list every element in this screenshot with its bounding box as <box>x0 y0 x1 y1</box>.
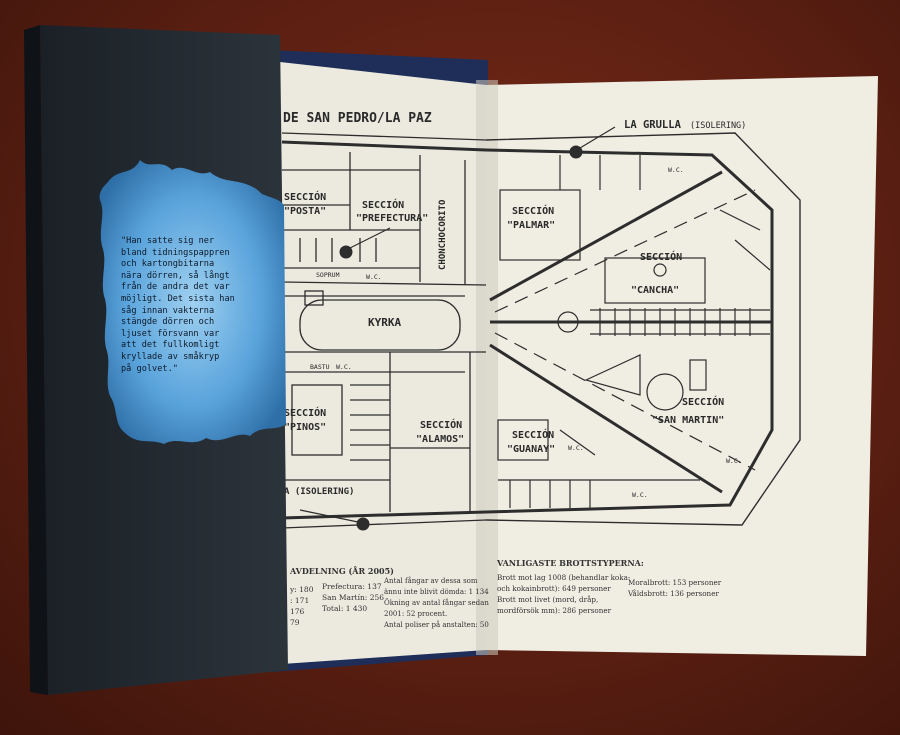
label-san-martin-name: "SAN MARTIN" <box>652 415 724 426</box>
label-isolering-left: A (ISOLERING) <box>284 487 354 497</box>
label-chonchocorito: CHONCHOCORITO <box>438 199 448 270</box>
stats-brott1-1: och kokainbrott): 649 personer <box>497 584 611 593</box>
label-la-grulla: LA GRULLA <box>624 119 682 131</box>
stats-col1-0: y: 180 <box>289 585 314 594</box>
label-cancha-section: SECCIÓN <box>640 250 682 263</box>
label-wc-1: W.C. <box>366 273 382 281</box>
stats-col3-4: Antal poliser på anstalten: 50 <box>383 620 489 629</box>
gutter-shadow <box>476 80 498 655</box>
stats-brott2-0: Moralbrott: 153 personer <box>628 578 722 587</box>
label-alamos-section: SECCIÓN <box>420 418 462 431</box>
stats-brott2-1: Våldsbrott: 136 personer <box>627 589 719 598</box>
stats-avdelning-heading: AVDELNING (ÅR 2005) <box>289 566 394 576</box>
label-kyrka: KYRKA <box>368 316 401 329</box>
blue-watercolor-splash <box>99 160 286 444</box>
label-prefectura-section: SECCIÓN <box>362 198 404 211</box>
label-guanay-name: "GUANAY" <box>507 444 555 455</box>
label-cancha-name: "CANCHA" <box>631 285 679 296</box>
stats-col2-1: San Martín: 256 <box>322 593 384 602</box>
prison-map <box>281 126 801 531</box>
label-alamos-name: "ALAMOS" <box>416 434 464 445</box>
label-posta-section: SECCIÓN <box>284 190 326 203</box>
label-posta-name: "POSTA" <box>284 206 326 217</box>
label-palmar-name: "PALMAR" <box>507 220 555 231</box>
stats-col1-3: 79 <box>290 618 300 627</box>
label-wc-3: W.C. <box>668 166 684 174</box>
label-wc-4: W.C. <box>568 444 584 452</box>
label-prefectura-name: "PREFECTURA" <box>356 213 428 224</box>
stats-col3-2: Ökning av antal fångar sedan <box>384 598 489 607</box>
stats-brott1-3: mordförsök mm): 286 personer <box>497 606 612 615</box>
stats-col2-0: Prefectura: 137 <box>322 582 382 591</box>
label-palmar-section: SECCIÓN <box>512 204 554 217</box>
label-wc-5: W.C. <box>632 491 648 499</box>
stats-col3-0: Antal fångar av dessa som <box>383 576 478 585</box>
label-bastu: BASTU <box>310 363 330 371</box>
label-pinos-section: SECCIÓN <box>284 406 326 419</box>
stats-brott1-2: Brott mot livet (mord, dråp, <box>497 595 598 604</box>
label-pinos-name: "PINOS" <box>284 422 326 433</box>
label-san-martin-section: SECCIÓN <box>682 395 724 408</box>
label-isolering-right: (ISOLERING) <box>690 121 746 131</box>
stats-brott-heading: VANLIGASTE BROTTSTYPERNA: <box>496 558 644 568</box>
cover-quote: "Han satte sig ner bland tidningspappren… <box>121 236 235 374</box>
right-page <box>486 76 878 656</box>
label-wc-6: W.C. <box>726 457 742 465</box>
map-title: DE SAN PEDRO/LA PAZ <box>283 111 432 126</box>
cover-edge <box>24 25 48 695</box>
stats-col3-1: ännu inte blivit dömda: 1 134 <box>384 588 489 596</box>
label-wc-2: W.C. <box>336 363 352 371</box>
stats-col2-2: Total: 1 430 <box>322 604 367 613</box>
stats-col3-3: 2001: 52 procent. <box>384 610 447 618</box>
stats-col1-2: 176 <box>290 607 305 616</box>
stats-brott1-0: Brott mot lag 1008 (behandlar koka- <box>497 573 631 582</box>
label-soprum: SOPRUM <box>316 271 340 279</box>
stats-col1-1: : 171 <box>290 596 309 605</box>
label-guanay-section: SECCIÓN <box>512 428 554 441</box>
